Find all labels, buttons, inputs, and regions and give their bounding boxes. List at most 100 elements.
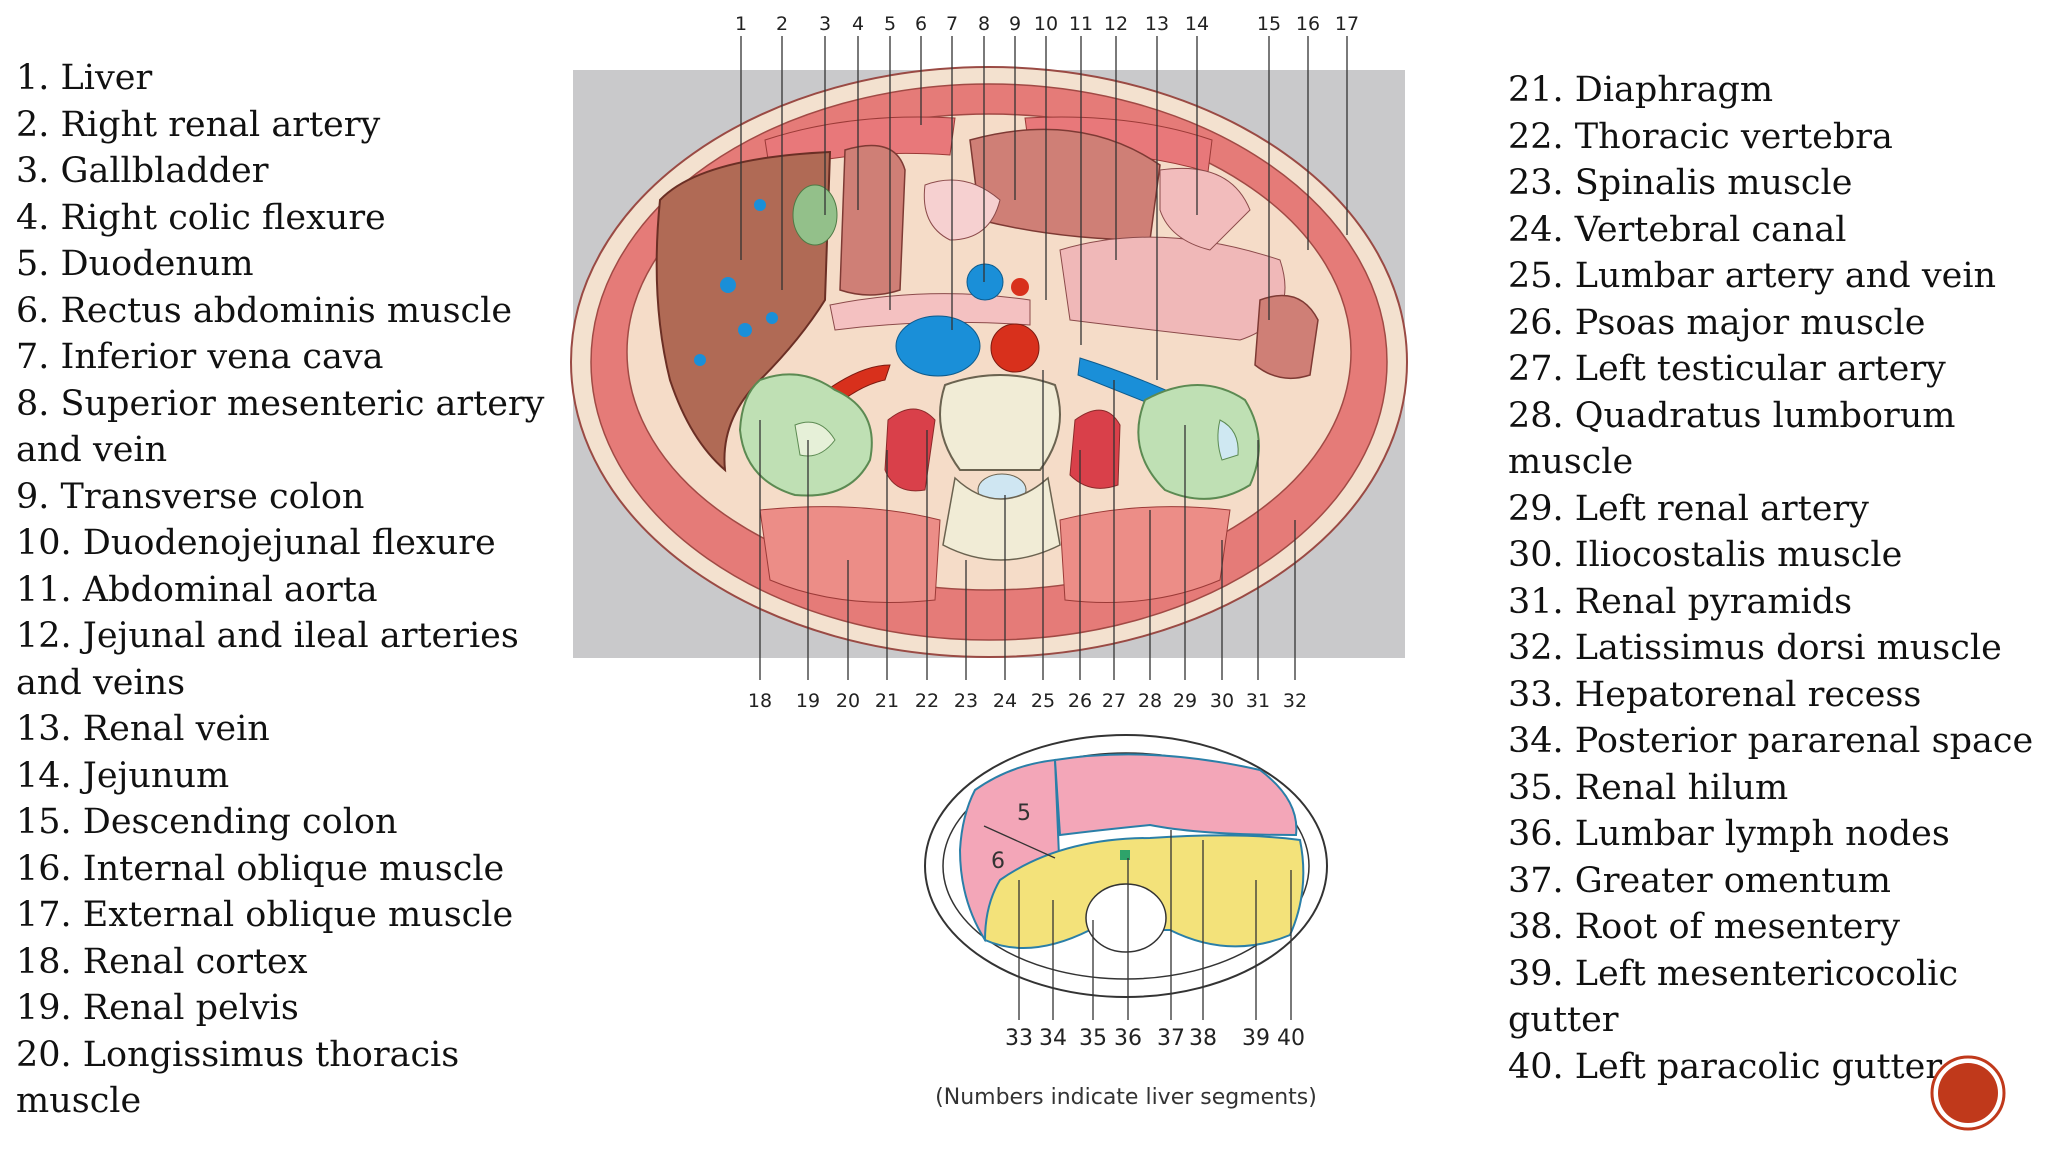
top-number: 1 [735,13,747,35]
liver-segment-label: 6 [991,849,1005,874]
legend-item: 34. Posterior pararenal space [1508,721,2034,761]
small-inner-outline [942,752,1310,980]
legend-right: 21. Diaphragm 22. Thoracic vertebra 23. Sp… [1508,67,2048,1090]
small-number: 38 [1189,1026,1217,1051]
legend-item: 7. Inferior vena cava [16,337,384,377]
legend-item: 32. Latissimus dorsi muscle [1508,628,2002,668]
legend-item: 39. Left mesentericocolic gutter [1508,953,1959,1041]
bottom-number: 21 [875,690,899,712]
legend-item: 29. Left renal artery [1508,488,1869,529]
top-number: 4 [852,13,864,35]
small-number-labels: 33 34 35 36 37 38 39 40 [1005,1026,1305,1051]
legend-item: 3. Gallbladder [16,151,269,191]
bottom-number: 18 [748,690,772,712]
legend-item: 38. Root of mesentery [1508,907,1901,947]
right-renal-pelvis [794,421,836,457]
legend-item: 14. Jejunum [16,755,230,796]
descending-colon [1254,294,1319,380]
legend-item: 33. Hepatorenal recess [1508,674,1922,715]
legend-item: 13. Renal vein [16,709,270,749]
small-number: 34 [1039,1026,1067,1051]
legend-item: 9. Transverse colon [16,476,365,517]
superior-mesenteric-artery [1011,278,1029,296]
small-number: 35 [1079,1026,1107,1051]
top-number: 3 [819,13,831,35]
renal-pyramids [1217,419,1239,461]
top-number: 13 [1145,13,1169,35]
legend-item: 18. Renal cortex [16,941,308,982]
top-number: 9 [1009,13,1021,35]
top-number: 16 [1296,13,1320,35]
legend-item: 1. Liver [16,58,153,98]
gallbladder [792,184,838,246]
liver-vessel [720,277,736,293]
psoas-left [1069,409,1121,489]
legend-item: 16. Internal oblique muscle [16,848,505,889]
small-number: 40 [1277,1026,1305,1051]
liver-vessel [738,323,752,337]
legend-left: 1. Liver 2. Right renal artery 3. Gallblad… [16,55,576,1125]
diagram-caption: (Numbers indicate liver segments) [935,1085,1317,1110]
top-number: 14 [1185,13,1209,35]
bottom-number: 24 [993,690,1017,712]
legend-item: 40. Left paracolic gutter [1508,1046,1943,1087]
legend-item: 22. Thoracic vertebra [1508,116,1893,157]
left-kidney [1137,384,1260,500]
legend-item: 15. Descending colon [16,802,398,842]
small-vertebra [1085,883,1167,953]
top-number: 6 [915,13,927,35]
bottom-number: 19 [796,690,820,712]
legend-item: 6. Rectus abdominis muscle [16,290,513,331]
legend-item: 8. Superior mesenteric artery and vein [16,383,545,471]
liver-vessel [694,354,706,366]
vertebral-arch [942,476,1061,561]
legend-item: 25. Lumbar artery and vein [1508,256,1997,296]
legend-item: 17. External oblique muscle [16,895,514,935]
top-number: 7 [946,13,958,35]
superior-mesenteric-vein [966,263,1004,301]
legend-item: 2. Right renal artery [16,104,381,145]
top-number: 8 [978,13,990,35]
legend-item: 4. Right colic flexure [16,197,386,238]
legend-item: 10. Duodenojejunal flexure [16,523,496,563]
small-leader-lines [1018,830,1292,1020]
vertebral-body [939,374,1061,471]
small-number: 39 [1242,1026,1270,1051]
top-number-labels: 1 2 3 4 5 6 7 8 9 10 11 12 13 14 15 16 1… [735,13,1359,35]
bottom-number-labels: 18 19 20 21 22 23 24 25 26 27 28 29 30 3… [748,690,1307,712]
legend-item: 20. Longissimus thoracis muscle [16,1034,460,1122]
lymph-node-marker [1120,850,1130,860]
legend-item: 27. Left testicular artery [1508,349,1946,389]
duodenum [829,293,1031,331]
top-number: 5 [884,13,896,35]
top-number: 15 [1257,13,1281,35]
legend-item: 23. Spinalis muscle [1508,163,1853,203]
legend-item: 36. Lumbar lymph nodes [1508,814,1950,854]
duodenojejunal-flexure [923,179,1001,241]
bottom-number: 30 [1210,690,1234,712]
legend-item: 30. Iliocostalis muscle [1508,535,1903,575]
top-number: 2 [776,13,788,35]
top-number: 12 [1104,13,1128,35]
bottom-number: 27 [1102,690,1126,712]
small-number: 36 [1114,1026,1142,1051]
bottom-number: 29 [1173,690,1197,712]
legend-item: 24. Vertebral canal [1508,209,1847,250]
bottom-number: 23 [954,690,978,712]
liver-vessel [754,199,766,211]
top-number: 10 [1034,13,1058,35]
bottom-number: 28 [1138,690,1162,712]
jejunum [1159,167,1251,251]
legend-item: 19. Renal pelvis [16,988,299,1028]
legend-item: 21. Diaphragm [1508,70,1774,110]
bottom-number: 32 [1283,690,1307,712]
inferior-vena-cava [895,315,981,377]
liver-segment-label: 5 [1017,801,1031,826]
legend-item: 28. Quadratus lumborum muscle [1508,395,1956,483]
top-leader-lines [740,36,1348,380]
bottom-number: 31 [1246,690,1270,712]
legend-item: 37. Greater omentum [1508,860,1892,901]
legend-item: 26. Psoas major muscle [1508,302,1926,343]
erector-spinae-left [1059,506,1231,603]
